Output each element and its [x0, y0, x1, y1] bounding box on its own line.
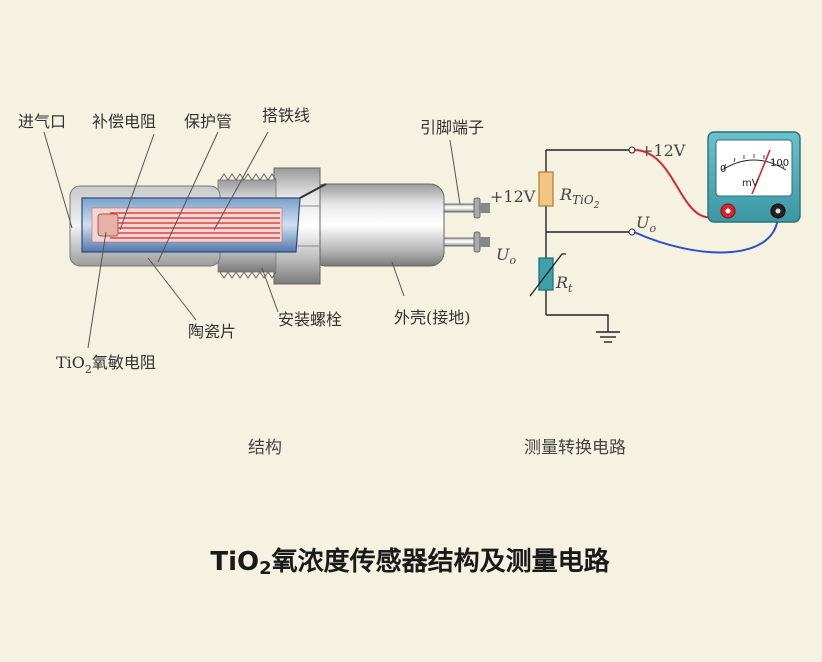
blue-lead — [633, 211, 780, 254]
resistor-rtio2 — [538, 171, 554, 207]
label-pin-terminal: 引脚端子 — [420, 118, 484, 137]
label-ceramic-sheet: 陶瓷片 — [188, 322, 236, 341]
meter-needle — [751, 149, 771, 195]
label-output-uo: Uo — [636, 213, 656, 235]
tio2-element — [97, 213, 119, 237]
label-inlet: 进气口 — [18, 112, 66, 131]
label-protective-tube: 保护管 — [184, 112, 232, 131]
meter-unit: mV — [742, 178, 759, 189]
measurement-circuit — [545, 149, 630, 343]
pin-label-uo: Uo — [496, 245, 516, 267]
label-rt: Rt — [555, 273, 573, 295]
millivoltmeter: 0 100 mV — [707, 131, 801, 223]
pin-bottom-tip — [480, 237, 490, 247]
meter-scale-min: 0 — [720, 164, 726, 175]
pin-bottom — [439, 237, 477, 247]
pin-label-12v: +12V — [490, 187, 536, 206]
page-title: TiO2氧浓度传感器结构及测量电路 — [210, 546, 610, 579]
sensor-structure — [69, 167, 490, 285]
pin-top-tip — [480, 203, 490, 213]
pin-top-cap — [473, 197, 481, 219]
label-shell-grounded: 外壳(接地) — [394, 308, 471, 327]
label-compensation-resistor: 补偿电阻 — [92, 112, 156, 131]
heater-lines — [110, 212, 280, 239]
label-tio2-resistor: TiO2氧敏电阻 — [56, 353, 156, 376]
label-rtio2: RTiO2 — [559, 185, 600, 211]
outer-shell — [311, 183, 445, 267]
meter-scale-max: 100 — [770, 158, 789, 169]
pin-bottom-cap — [473, 231, 481, 253]
caption-circuit: 测量转换电路 — [524, 438, 626, 458]
leader-lines — [43, 131, 461, 349]
label-ground-wire: 搭铁线 — [262, 106, 310, 125]
label-mounting-bolt: 安装螺栓 — [278, 310, 342, 329]
caption-structure: 结构 — [248, 438, 282, 458]
label-supply-12v: +12V — [640, 141, 686, 160]
pin-top — [439, 203, 477, 213]
